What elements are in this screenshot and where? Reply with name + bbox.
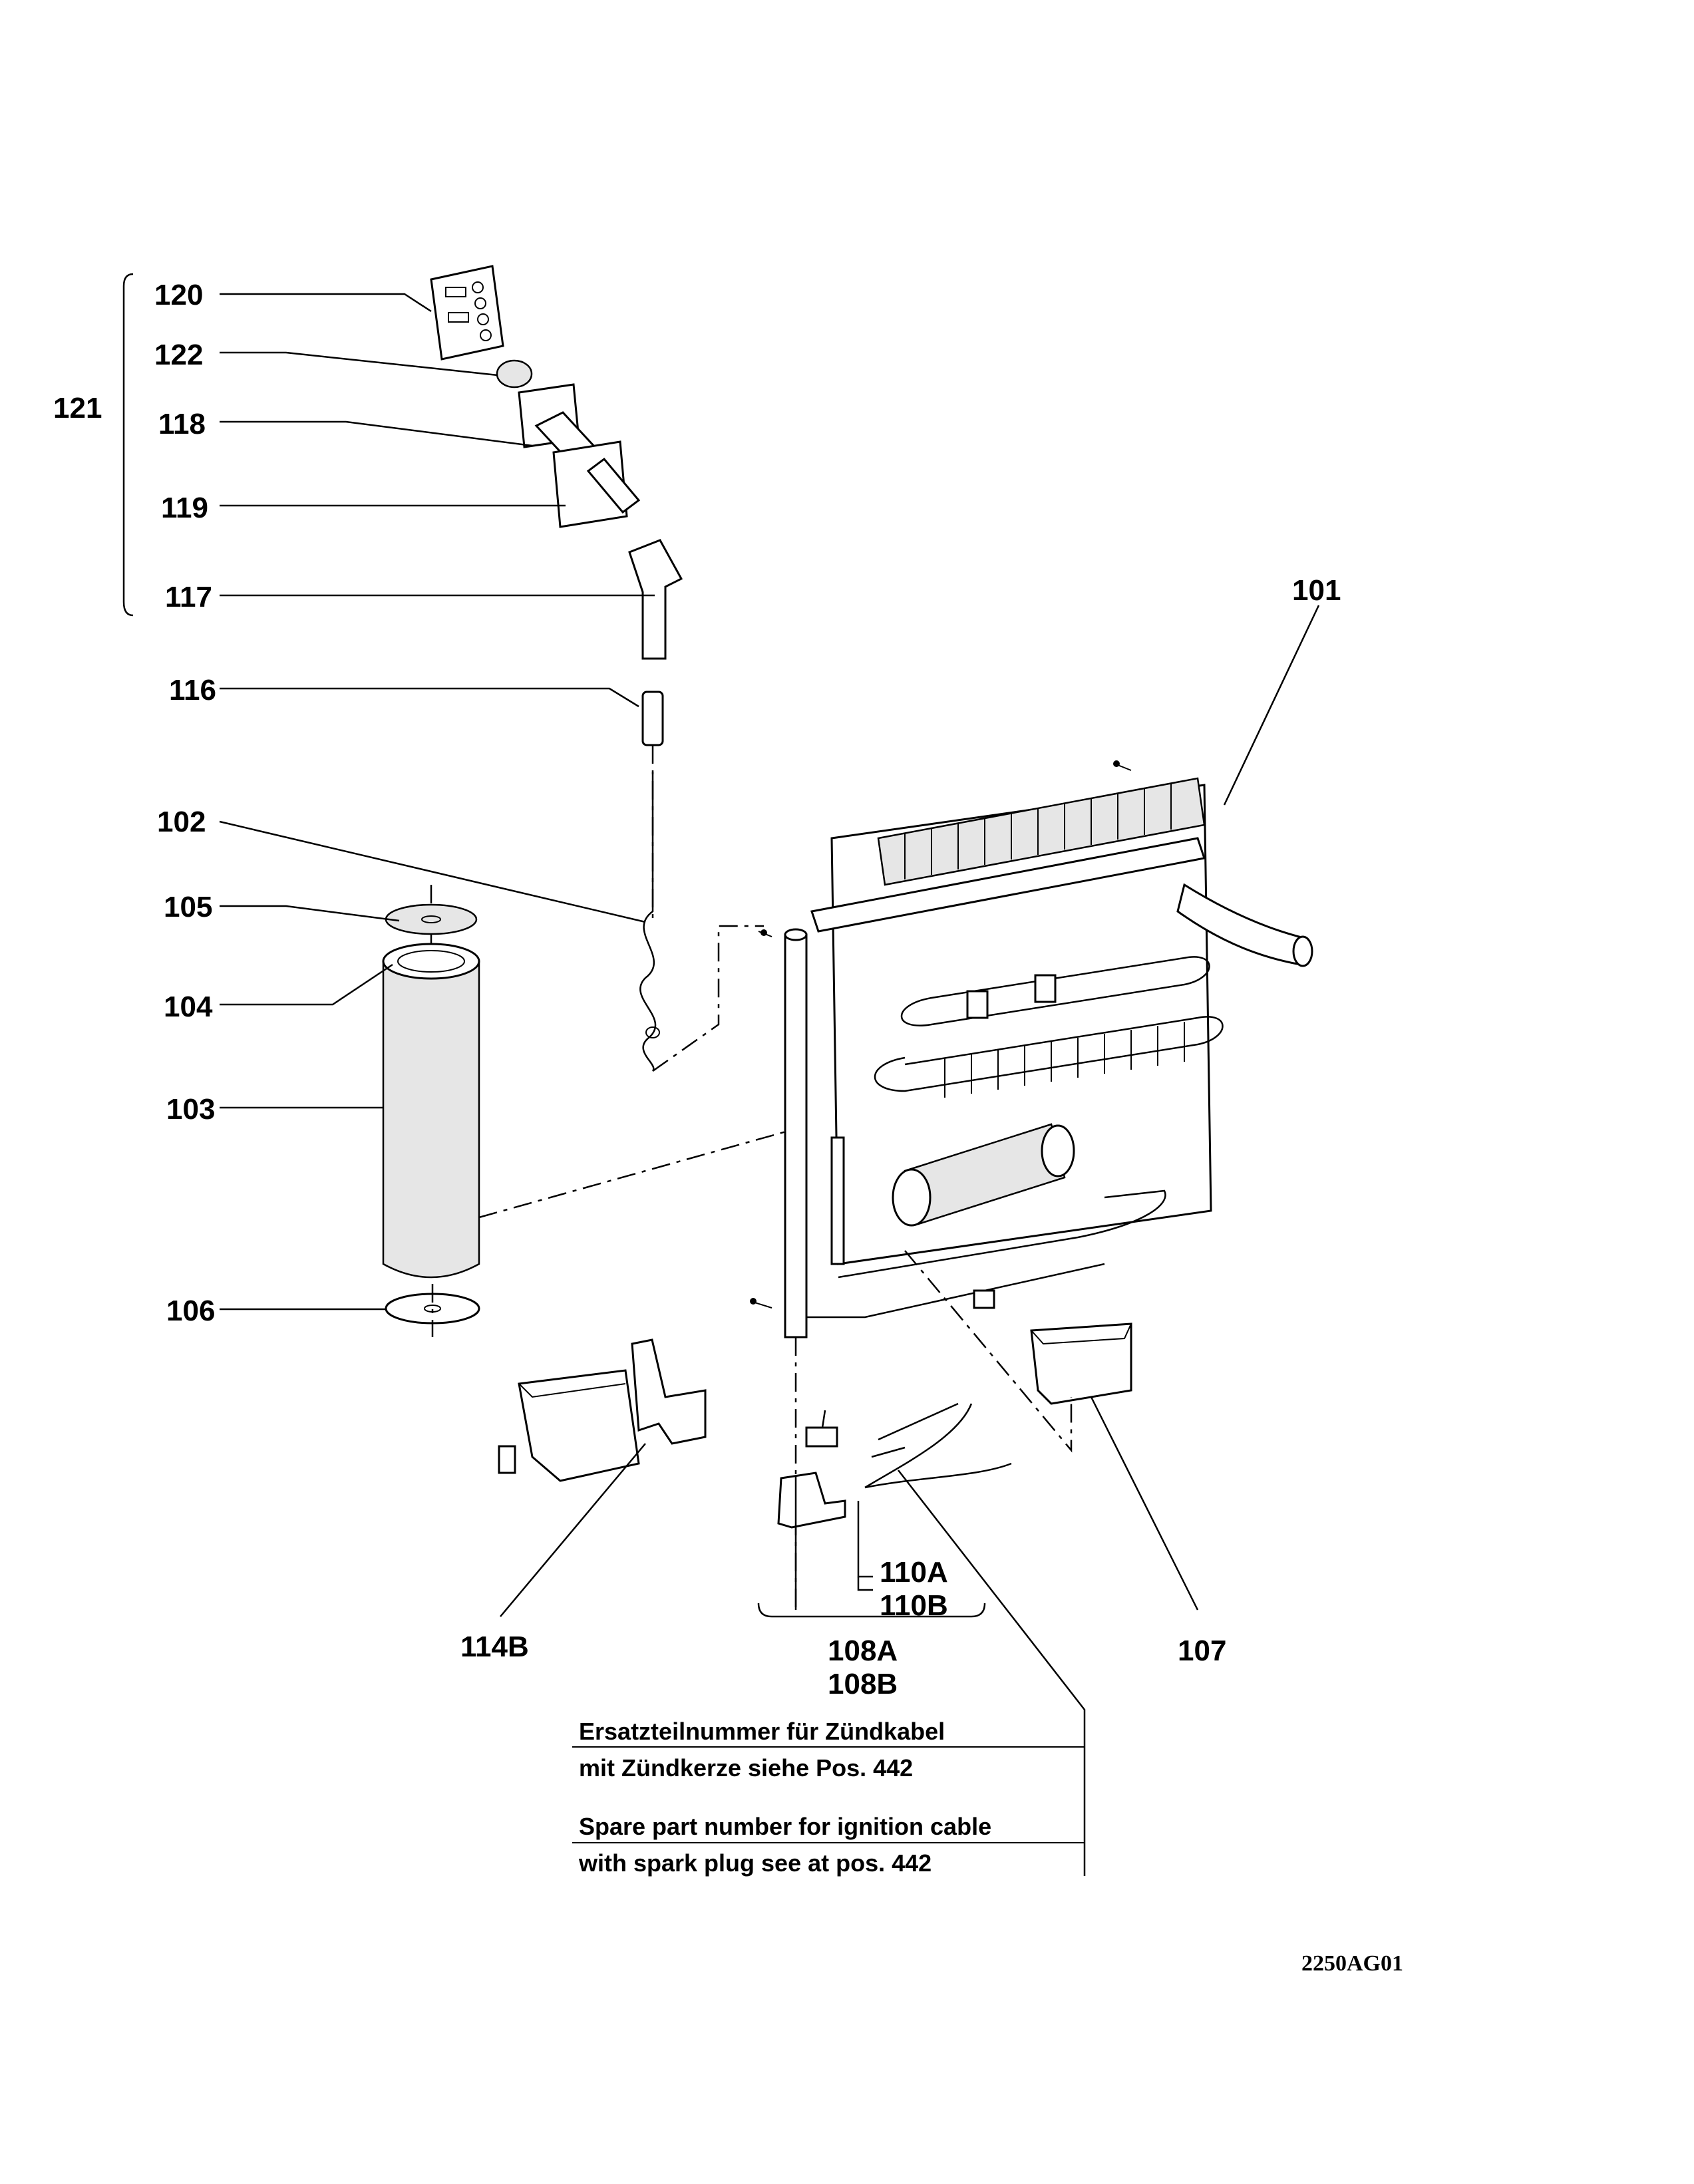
group-bracket-121 (122, 273, 134, 617)
burner-tube-group (382, 885, 789, 1337)
callout-110b: 110B (880, 1589, 948, 1622)
part-117-elbow (628, 539, 683, 660)
callout-103: 103 (166, 1093, 215, 1126)
note-en-line1: Spare part number for ignition cable (579, 1813, 991, 1840)
part-122-grille (496, 359, 533, 389)
leader-lines (219, 293, 1320, 1876)
part-107-cover (1030, 1323, 1132, 1405)
callout-106: 106 (166, 1295, 215, 1327)
flue-assembly (430, 265, 764, 1072)
callout-114b: 114B (460, 1631, 529, 1663)
callout-116: 116 (169, 674, 216, 706)
part-102-baffle (639, 772, 657, 1072)
part-114b-bracket (498, 1338, 707, 1482)
callout-102: 102 (157, 806, 206, 838)
part-116-coupling (641, 691, 664, 746)
part-105-gasket (385, 903, 478, 935)
callout-101: 101 (1292, 574, 1341, 607)
callout-108a: 108A (828, 1635, 898, 1667)
callout-121: 121 (53, 392, 102, 424)
callout-104: 104 (164, 991, 213, 1023)
part-103-tube (382, 961, 480, 1279)
note-box (572, 1746, 1085, 1843)
callout-119: 119 (161, 492, 208, 524)
drawing-code: 2250AG01 (1301, 1951, 1403, 1976)
note-de-line1: Ersatzteilnummer für Zündkabel (579, 1718, 945, 1745)
callout-122: 122 (154, 339, 203, 371)
callout-107: 107 (1178, 1635, 1226, 1667)
callout-120: 120 (154, 279, 203, 311)
callout-118: 118 (158, 408, 206, 440)
cooling-unit-101 (750, 760, 1313, 1338)
note-de-line2: mit Zündkerze siehe Pos. 442 (579, 1754, 913, 1782)
callout-108b: 108B (828, 1668, 898, 1700)
callout-110a: 110A (880, 1556, 948, 1589)
note-en-line2: with spark plug see at pos. 442 (578, 1849, 932, 1877)
callout-105: 105 (164, 891, 212, 923)
callout-117: 117 (165, 581, 212, 613)
